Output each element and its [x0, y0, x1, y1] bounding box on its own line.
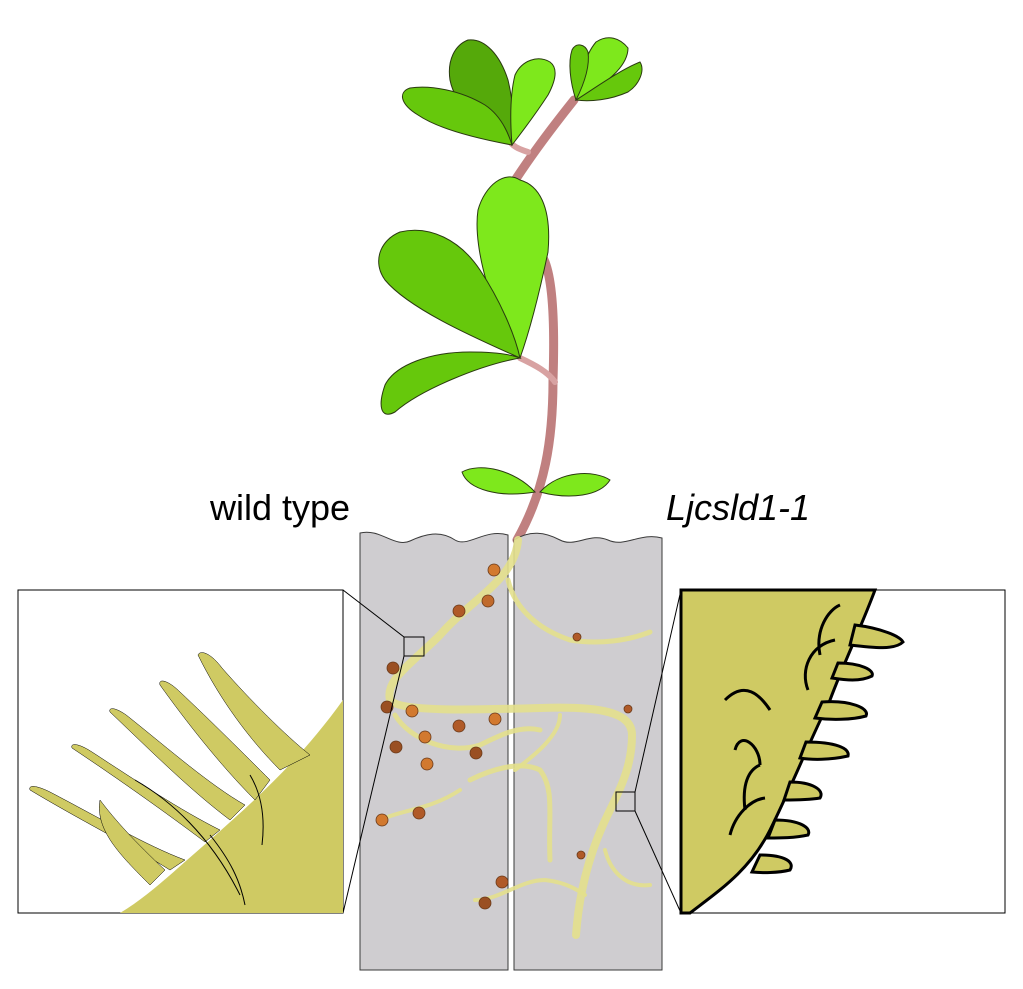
soil-panels — [359, 531, 663, 971]
root-hair-mutant — [749, 853, 793, 875]
leaflet-mid-bottom — [380, 351, 522, 415]
root-hair-curl — [723, 688, 772, 711]
leaflet-apex-right — [574, 61, 643, 102]
nodules — [375, 563, 633, 910]
nodule — [405, 704, 419, 718]
root-hair-mutant — [848, 623, 905, 650]
root-branch-7 — [603, 848, 652, 888]
nodule — [572, 632, 582, 642]
cotyledon-right — [539, 473, 611, 497]
petiole-lower — [517, 355, 558, 385]
label-mutant: Ljcsld1-1 — [666, 487, 810, 528]
root-hair-wt — [159, 680, 271, 801]
nodule — [495, 875, 509, 889]
root-hair-curl — [728, 796, 766, 836]
stem — [506, 95, 579, 545]
nodule — [375, 813, 389, 827]
zoom-marker-right — [615, 791, 636, 812]
root-hair-mutant — [797, 740, 850, 761]
cotyledon-left — [461, 467, 536, 495]
root-hair-mutant — [812, 700, 868, 721]
nodule — [389, 740, 403, 754]
nodule — [452, 719, 466, 733]
root-hair-wt — [109, 708, 246, 821]
nodule — [487, 563, 501, 577]
nodule — [469, 746, 483, 760]
nodule — [412, 806, 426, 820]
root-hair-curl — [803, 638, 836, 691]
root-hair-outline — [209, 834, 246, 906]
inset-wild-type — [17, 589, 344, 914]
leaflet-mid-top — [476, 176, 550, 360]
root-hair-wt — [197, 652, 311, 771]
root-epidermis-wt — [120, 700, 343, 913]
root-hair-curl — [742, 763, 761, 811]
root-hair-wt — [99, 799, 166, 886]
root-hair-mutant — [765, 818, 811, 840]
leaflet-apex-left — [569, 44, 589, 102]
nodule — [576, 850, 586, 860]
nodule — [420, 757, 434, 771]
nodule — [418, 730, 432, 744]
roots — [378, 536, 653, 939]
root-branch-2 — [392, 712, 543, 751]
root-branch-6 — [473, 877, 587, 902]
zoom-marker-left — [403, 636, 425, 657]
root-hair-outline — [249, 774, 264, 846]
root-branch-1 — [505, 577, 653, 645]
plant-shoot — [378, 37, 643, 545]
leaflet-top-left2 — [402, 86, 513, 146]
nodule — [478, 896, 492, 910]
nodule — [452, 604, 466, 618]
root-hair-wt — [71, 744, 221, 843]
root-hair-curl — [817, 603, 841, 656]
root-main — [385, 536, 637, 939]
root-hair-mutant — [829, 661, 874, 682]
root-hair-curl — [733, 739, 762, 766]
nodule — [380, 700, 394, 714]
nodule — [481, 594, 495, 608]
root-branch-3 — [467, 763, 553, 863]
nodule — [623, 704, 633, 714]
inset-mutant — [679, 588, 1006, 915]
leaflet-top-center — [510, 58, 556, 147]
nodule — [386, 661, 400, 675]
nodule — [488, 712, 502, 726]
soil-left — [359, 531, 509, 971]
root-hair-mutant — [781, 780, 823, 802]
root-hair-outline — [134, 779, 241, 896]
label-wild-type: wild type — [209, 487, 350, 528]
leaflet-mid-left — [378, 229, 521, 359]
root-branch-4 — [513, 713, 562, 772]
zoom-connectors — [342, 589, 682, 914]
